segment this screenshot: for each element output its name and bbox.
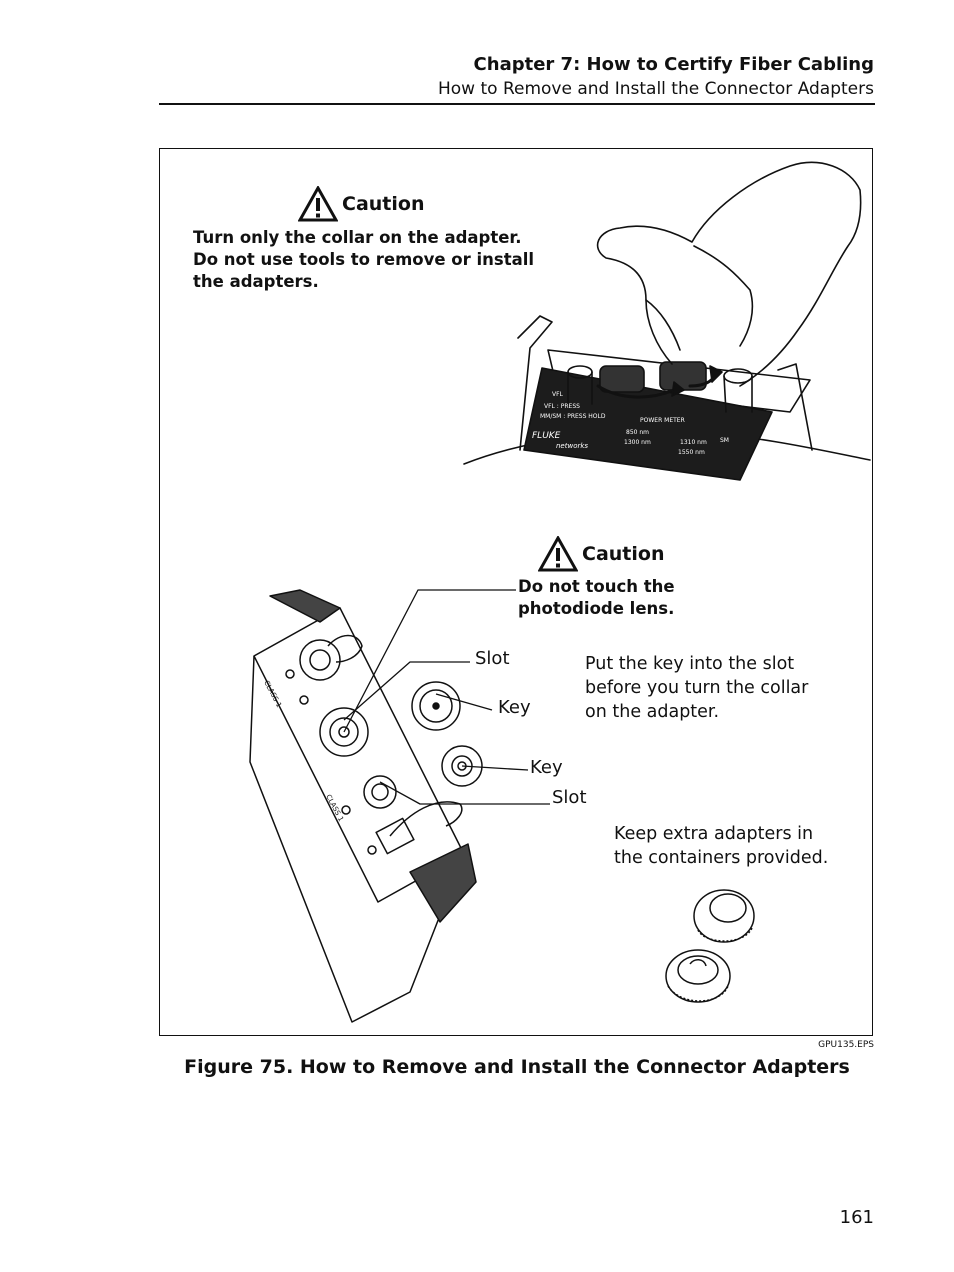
panel-brand-sub: networks: [556, 442, 588, 450]
panel-850nm: 850 nm: [626, 429, 649, 436]
caution-line: Turn only the collar on the adapter.: [193, 228, 522, 247]
note-line: Keep extra adapters in: [614, 824, 814, 844]
panel-class1-upper: CLASS 1: [262, 679, 283, 709]
panel-sm: SM: [720, 437, 729, 444]
callout-key-upper: Key: [498, 697, 531, 718]
note-key-into-slot: Put the key into the slot before you tur…: [585, 652, 808, 724]
caution-line: Do not use tools to remove or install: [193, 250, 535, 269]
caution-line: the adapters.: [193, 272, 319, 291]
panel-power-meter: POWER METER: [640, 417, 685, 424]
page-number: 161: [839, 1207, 874, 1228]
note-line: Put the key into the slot: [585, 654, 795, 674]
caution-label-top: Caution: [342, 193, 425, 215]
note-line: on the adapter.: [585, 702, 720, 722]
hand-turning-collar-illustration: VFL VFL : PRESS MM/SM : PRESS HOLD POWER…: [463, 161, 871, 481]
figure-frame: [159, 148, 873, 1036]
panel-brand: FLUKE: [532, 431, 561, 441]
caution-line: Do not touch the: [518, 577, 675, 596]
panel-1300nm: 1300 nm: [624, 439, 651, 446]
tester-port-panel-illustration: CLASS 1 CLASS 1: [249, 589, 550, 1023]
figure-caption: Figure 75. How to Remove and Install the…: [184, 1056, 850, 1078]
panel-mmsm: MM/SM : PRESS HOLD: [540, 413, 606, 420]
spare-adapter-containers-illustration: [665, 889, 755, 1003]
caution-label-lens: Caution: [582, 543, 665, 565]
note-line: the containers provided.: [614, 848, 829, 868]
caution-text-top: Turn only the collar on the adapter. Do …: [193, 227, 534, 293]
panel-1310nm: 1310 nm: [680, 439, 707, 446]
chapter-title: Chapter 7: How to Certify Fiber Cabling: [473, 54, 874, 75]
note-line: before you turn the collar: [585, 678, 809, 698]
callout-slot-lower: Slot: [552, 787, 587, 808]
figure-file-id: GPU135.EPS: [818, 1040, 874, 1050]
warning-triangle-icon: [298, 186, 338, 222]
header-rule: [159, 103, 875, 105]
section-title: How to Remove and Install the Connector …: [437, 79, 874, 99]
note-containers: Keep extra adapters in the containers pr…: [614, 822, 828, 870]
panel-1550nm: 1550 nm: [678, 449, 705, 456]
panel-vfl-press: VFL : PRESS: [544, 403, 580, 410]
caution-line: photodiode lens.: [518, 599, 675, 618]
caution-heading-top: Caution: [298, 186, 424, 222]
caution-text-lens: Do not touch the photodiode lens.: [518, 576, 675, 620]
warning-triangle-icon: [538, 536, 578, 572]
callout-slot-upper: Slot: [475, 648, 510, 669]
callout-key-lower: Key: [530, 757, 563, 778]
caution-heading-lens: Caution: [538, 536, 664, 572]
panel-vfl-label: VFL: [552, 391, 564, 398]
